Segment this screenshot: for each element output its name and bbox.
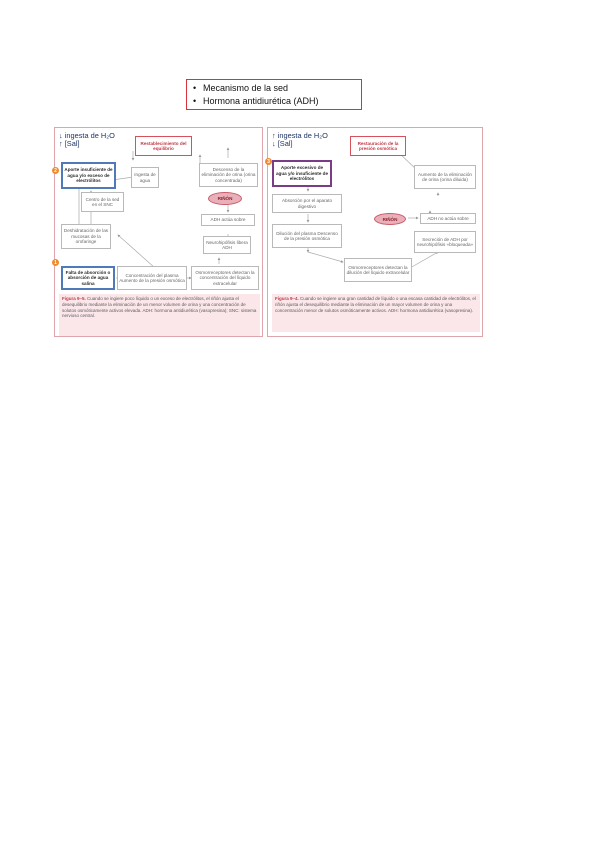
adh-actua-box: ADH actúa sobre	[201, 214, 255, 226]
deshidratacion-box: Deshidratación de las mucosas de la orof…	[61, 224, 111, 249]
step-badge-3: 3	[265, 158, 272, 165]
concentracion-plasma-box: Concentración del plasma Aumento de la p…	[117, 266, 187, 290]
aumento-orina-box: Aumento de la eliminación de orina (orin…	[414, 165, 476, 189]
osmorreceptores-box: Osmorreceptores detectan la concentració…	[191, 266, 259, 290]
centro-sed-box: Centro de la sed en el SNC	[81, 192, 124, 212]
step-badge-2: 2	[52, 167, 59, 174]
kidney-icon: RIÑÓN	[208, 192, 242, 205]
left-header: ↓ ingesta de H₂O ↑ [Sal]	[59, 131, 115, 149]
right-caption: Figura 9–4. Cuando se ingiere una gran c…	[272, 294, 480, 332]
ingesta-agua-box: Ingesta de agua	[131, 167, 159, 188]
kidney-icon: RIÑÓN	[374, 213, 406, 225]
left-caption: Figura 9–5. Cuando se ingiere poco líqui…	[59, 294, 260, 336]
left-diagram-panel: ↓ ingesta de H₂O ↑ [Sal] Restablecimient…	[52, 127, 263, 337]
right-header: ↑ ingesta de H₂O ↓ [Sal]	[272, 131, 328, 149]
title-item-2: •Hormona antidiurética (ADH)	[193, 95, 319, 106]
dilucion-plasma-box: Dilución del plasma Descenso de la presi…	[272, 224, 342, 248]
adh-no-actua-box: ADH no actúa sobre	[420, 213, 476, 224]
neurohipofisis-box: Neurohipófisis libera ADH	[203, 236, 251, 254]
falta-absorcion-box: Falta de absorción o absorción de agua s…	[61, 266, 115, 290]
restauracion-box: Restauración de la presión osmótica	[350, 136, 406, 156]
aporte-insuficiente-box: Aporte insuficiente de agua y/o exceso d…	[61, 162, 116, 189]
absorcion-box: Absorción por el aparato digestivo	[272, 194, 342, 213]
restablecimiento-box: Restablecimiento del equilibrio	[135, 136, 192, 156]
right-diagram-panel: ↑ ingesta de H₂O ↓ [Sal] Restauración de…	[265, 127, 483, 337]
secrecion-adh-box: Secreción de ADH por neurohipófisis «blo…	[414, 231, 476, 253]
aporte-excesivo-box: Aporte excesivo de agua y/o insuficiente…	[272, 160, 332, 187]
step-badge-1: 1	[52, 259, 59, 266]
title-box: •Mecanismo de la sed •Hormona antidiurét…	[186, 79, 362, 110]
osmorreceptores-dilucion-box: Osmorreceptores detectan la dilución del…	[344, 258, 412, 282]
descenso-orina-box: Descenso de la eliminación de orina (ori…	[199, 163, 258, 187]
title-item-1: •Mecanismo de la sed	[193, 83, 289, 93]
